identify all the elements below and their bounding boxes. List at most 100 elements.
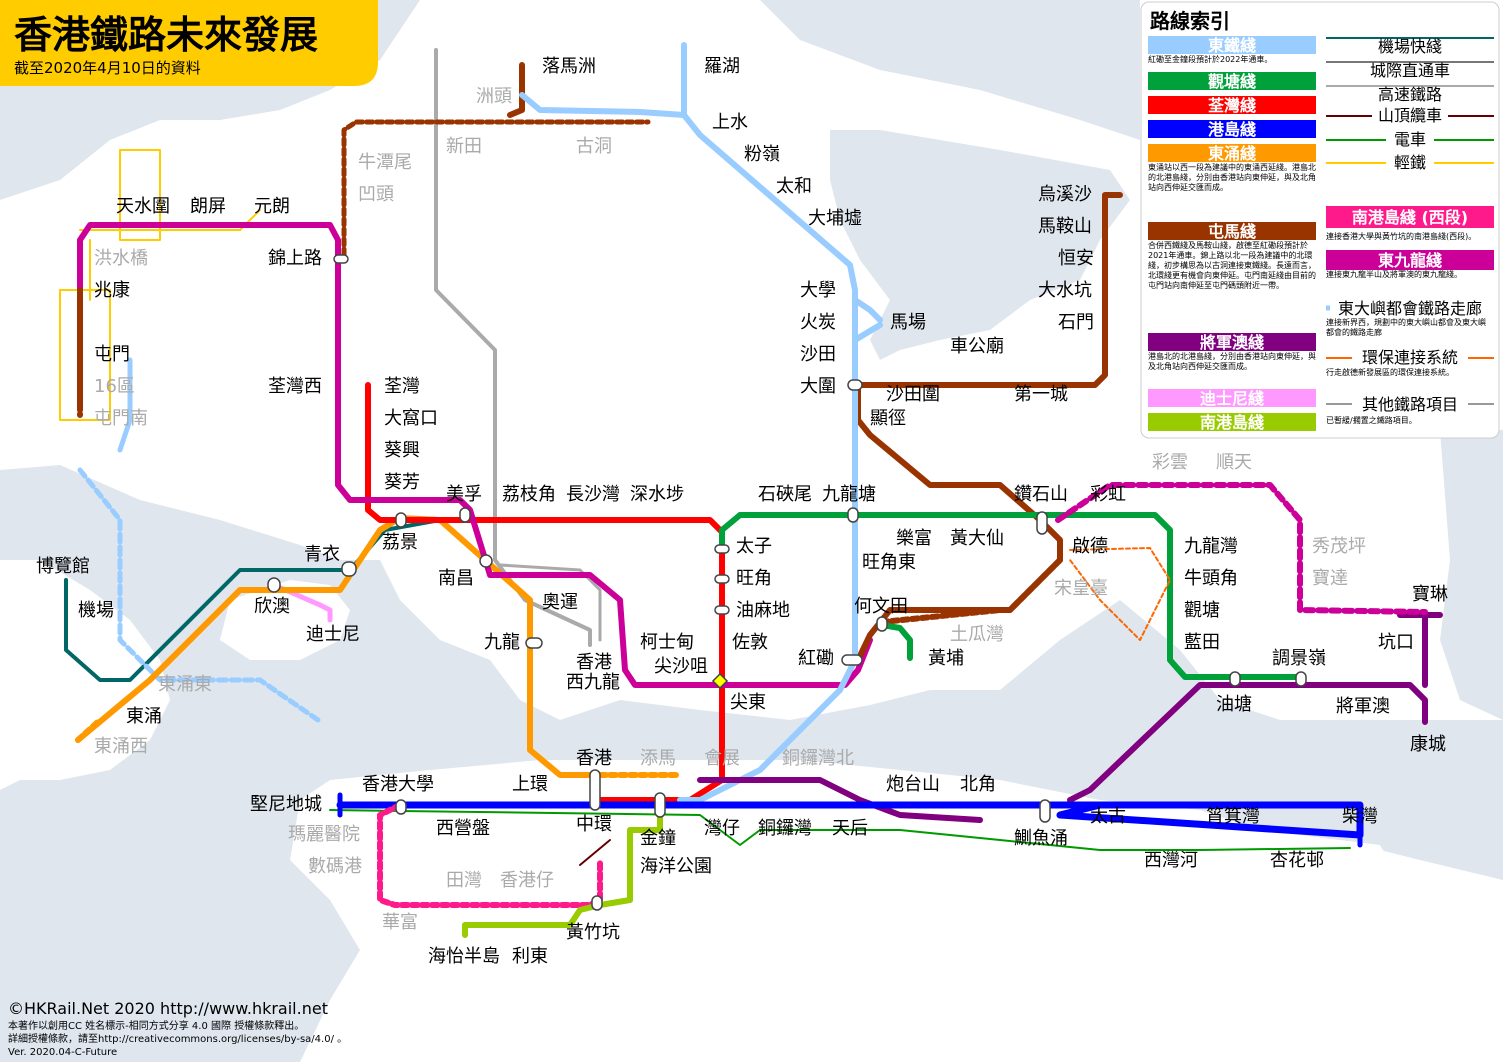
station-area-16: 16區 bbox=[94, 376, 135, 397]
east-sea bbox=[1440, 430, 1503, 720]
station-east-tst: 尖東 bbox=[730, 692, 766, 713]
station-hong-kong: 香港 bbox=[576, 748, 612, 769]
station-wong-tai-sin: 黃大仙 bbox=[950, 528, 1004, 549]
legend-light-rail: 輕鐵 bbox=[1394, 153, 1426, 172]
copyright-line-2: 本著作以創用CC 姓名標示-相同方式分享 4.0 國際 授權條款釋出。 bbox=[8, 1021, 305, 1032]
tram-line bbox=[329, 809, 1351, 851]
legend-left-column: 東鐵綫 觀塘綫 荃灣綫 港島綫 東涌綫 屯馬綫 將軍澳綫 迪士尼綫 南港島綫 bbox=[1148, 36, 1316, 432]
map-subtitle: 截至2020年4月10日的資料 bbox=[14, 59, 201, 77]
station-queen-mary: 瑪麗醫院 bbox=[288, 824, 360, 845]
station-che-kung-temple: 車公廟 bbox=[950, 336, 1004, 357]
station-nam-cheong: 南昌 bbox=[438, 568, 474, 589]
station-sham-shui-po: 深水埗 bbox=[630, 484, 684, 505]
future-station-labels: 洲頭 新田 古洞 牛潭尾 凹頭 洪水橋 16區 屯門南 土瓜灣 宋皇臺 彩雲 順… bbox=[94, 86, 1366, 933]
station-prince-edward: 太子 bbox=[736, 536, 772, 557]
legend-island: 港島綫 bbox=[1208, 120, 1256, 139]
peak-tram bbox=[579, 839, 611, 866]
legend-tuen-ma-note: 合併西鐵綫及馬鞍山綫，啟德至紅磡段預計於2021年通車。錦上路以北一段為建議中的… bbox=[1148, 241, 1316, 290]
legend-east-kowloon-note: 連接東九龍半山及將軍澳的東九龍綫。 bbox=[1326, 270, 1462, 279]
legend-tko-note: 港島北的北港島綫，分別由香港站向東伸延，與及北角站向西伸延交匯而成。 bbox=[1148, 352, 1316, 371]
station-aberdeen: 香港仔 bbox=[500, 870, 554, 891]
environmental-link bbox=[1069, 547, 1171, 641]
station-central: 中環 bbox=[576, 814, 612, 835]
station-sau-mau-ping: 秀茂坪 bbox=[1312, 536, 1366, 557]
station-kwu-tung: 古洞 bbox=[576, 136, 612, 157]
legend-notes: 紅磡至金鐘段預計於2022年通車。 東涌站以西一段為建議中的東涌西延綫。港島北的… bbox=[1148, 55, 1486, 425]
station-yuen-long: 元朗 bbox=[254, 196, 290, 217]
east-rail-line bbox=[519, 42, 883, 803]
high-speed-rail bbox=[434, 48, 592, 647]
title-background bbox=[0, 0, 378, 86]
airport-express bbox=[64, 518, 442, 682]
legend-intercity: 城際直通車 bbox=[1370, 61, 1450, 80]
legend-tung-chung: 東涌綫 bbox=[1208, 144, 1256, 163]
west-rail-section bbox=[77, 222, 873, 688]
legend-sil-west: 南港島綫 (西段) bbox=[1352, 208, 1468, 227]
station-diamond-hill: 鑽石山 bbox=[1014, 484, 1068, 505]
station-tai-wo-hau: 大窩口 bbox=[384, 408, 438, 429]
station-shun-tin: 順天 bbox=[1216, 452, 1252, 473]
station-south-horizons: 海怡半島 bbox=[428, 946, 500, 967]
station-sha-tin-wai: 沙田圍 bbox=[886, 384, 940, 405]
station-kwai-fong: 葵芳 bbox=[384, 472, 420, 493]
station-kowloon-bay: 九龍灣 bbox=[1184, 536, 1238, 557]
station-lok-fu: 樂富 bbox=[896, 528, 932, 549]
station-lohas-park: 康城 bbox=[1410, 734, 1446, 755]
station-kowloon-tong: 九龍塘 bbox=[822, 484, 876, 505]
legend-other-note: 已暫緩/擱置之鐵路項目。 bbox=[1326, 416, 1417, 425]
sea-west bbox=[0, 465, 1503, 1062]
station-racecourse: 馬場 bbox=[890, 312, 926, 333]
station-ma-on-shan: 馬鞍山 bbox=[1038, 216, 1092, 237]
station-tsim-sha-tsui: 尖沙咀 bbox=[654, 656, 708, 677]
station-fortress-hill: 炮台山 bbox=[886, 774, 940, 795]
station-tin-hau: 天后 bbox=[832, 818, 868, 839]
station-whampoa: 黃埔 bbox=[928, 648, 964, 669]
station-exhibition: 會展 bbox=[704, 748, 740, 769]
station-po-lam: 寶琳 bbox=[1412, 584, 1448, 605]
station-admiralty: 金鐘 bbox=[640, 828, 676, 849]
station-to-kwa-wan: 土瓜灣 bbox=[950, 624, 1004, 645]
station-tko: 將軍澳 bbox=[1336, 696, 1390, 717]
station-mong-kok-east: 旺角東 bbox=[862, 552, 916, 573]
station-kwai-hing: 葵興 bbox=[384, 440, 420, 461]
station-kennedy-town: 堅尼地城 bbox=[250, 794, 322, 815]
legend-east-kowloon: 東九龍綫 bbox=[1378, 251, 1442, 270]
station-heng-fa-chuen: 杏花邨 bbox=[1270, 850, 1324, 871]
legend-tram: 電車 bbox=[1394, 130, 1426, 149]
station-jordan: 佐敦 bbox=[732, 632, 768, 653]
tsuen-wan-line bbox=[365, 382, 725, 803]
interchange-markers bbox=[267, 254, 1307, 911]
copyright-line-3: 詳細授權條款，請至http://creativecommons.org/lice… bbox=[8, 1034, 348, 1045]
legend-eco-note: 行走啟德新發展區的環保連接系統。 bbox=[1326, 368, 1454, 377]
lantau bbox=[0, 560, 170, 790]
station-wan-chai: 灣仔 bbox=[704, 818, 740, 839]
station-po-tat: 寶達 bbox=[1312, 568, 1348, 589]
legend-airport-express: 機場快綫 bbox=[1378, 37, 1442, 56]
station-hk-west-kowloon-2: 西九龍 bbox=[566, 672, 620, 693]
legend-title: 路線索引 bbox=[1150, 9, 1230, 33]
legend-ekm-note: 連接新界西，規劃中的東大嶼山都會及東大嶼都會的鐵路走廊 bbox=[1326, 318, 1486, 337]
station-tung-chung-east: 東涌東 bbox=[158, 674, 212, 695]
station-chai-wan: 柴灣 bbox=[1342, 806, 1378, 827]
station-cheung-sha-wan: 長沙灣 bbox=[566, 484, 620, 505]
station-hung-hom: 紅磡 bbox=[798, 648, 834, 669]
hk-island bbox=[300, 775, 1400, 1020]
title-block: 香港鐵路未來發展 截至2020年4月10日的資料 bbox=[0, 0, 378, 86]
station-tuen-mun: 屯門 bbox=[94, 344, 130, 365]
station-yau-tong: 油塘 bbox=[1216, 694, 1252, 715]
legend-east-rail: 東鐵綫 bbox=[1208, 36, 1256, 55]
legend-tsuen-wan: 荃灣綫 bbox=[1208, 96, 1256, 115]
station-wong-chuk-hang: 黃竹坑 bbox=[566, 922, 620, 943]
legend-right-column: 機場快綫 城際直通車 高速鐵路 山頂纜車 電車 輕鐵 南港島綫 (西段) 東九龍… bbox=[1326, 37, 1494, 414]
station-sai-wan-ho: 西灣河 bbox=[1144, 850, 1198, 871]
station-yau-ma-tei: 油麻地 bbox=[736, 600, 790, 621]
station-north-point: 北角 bbox=[960, 774, 996, 795]
legend-sil-west-note: 連接香港大學與黃竹坑的南港島綫(西段)。 bbox=[1326, 232, 1477, 241]
island-line bbox=[336, 801, 1364, 839]
station-lo-wu: 羅湖 bbox=[704, 56, 740, 77]
station-hung-shui-kiu: 洪水橋 bbox=[94, 248, 148, 269]
station-heng-on: 恒安 bbox=[1058, 248, 1094, 269]
tuen-ma-line bbox=[77, 62, 1123, 663]
station-kam-sheung-road: 錦上路 bbox=[268, 248, 322, 269]
tolo-harbour bbox=[830, 130, 1130, 360]
